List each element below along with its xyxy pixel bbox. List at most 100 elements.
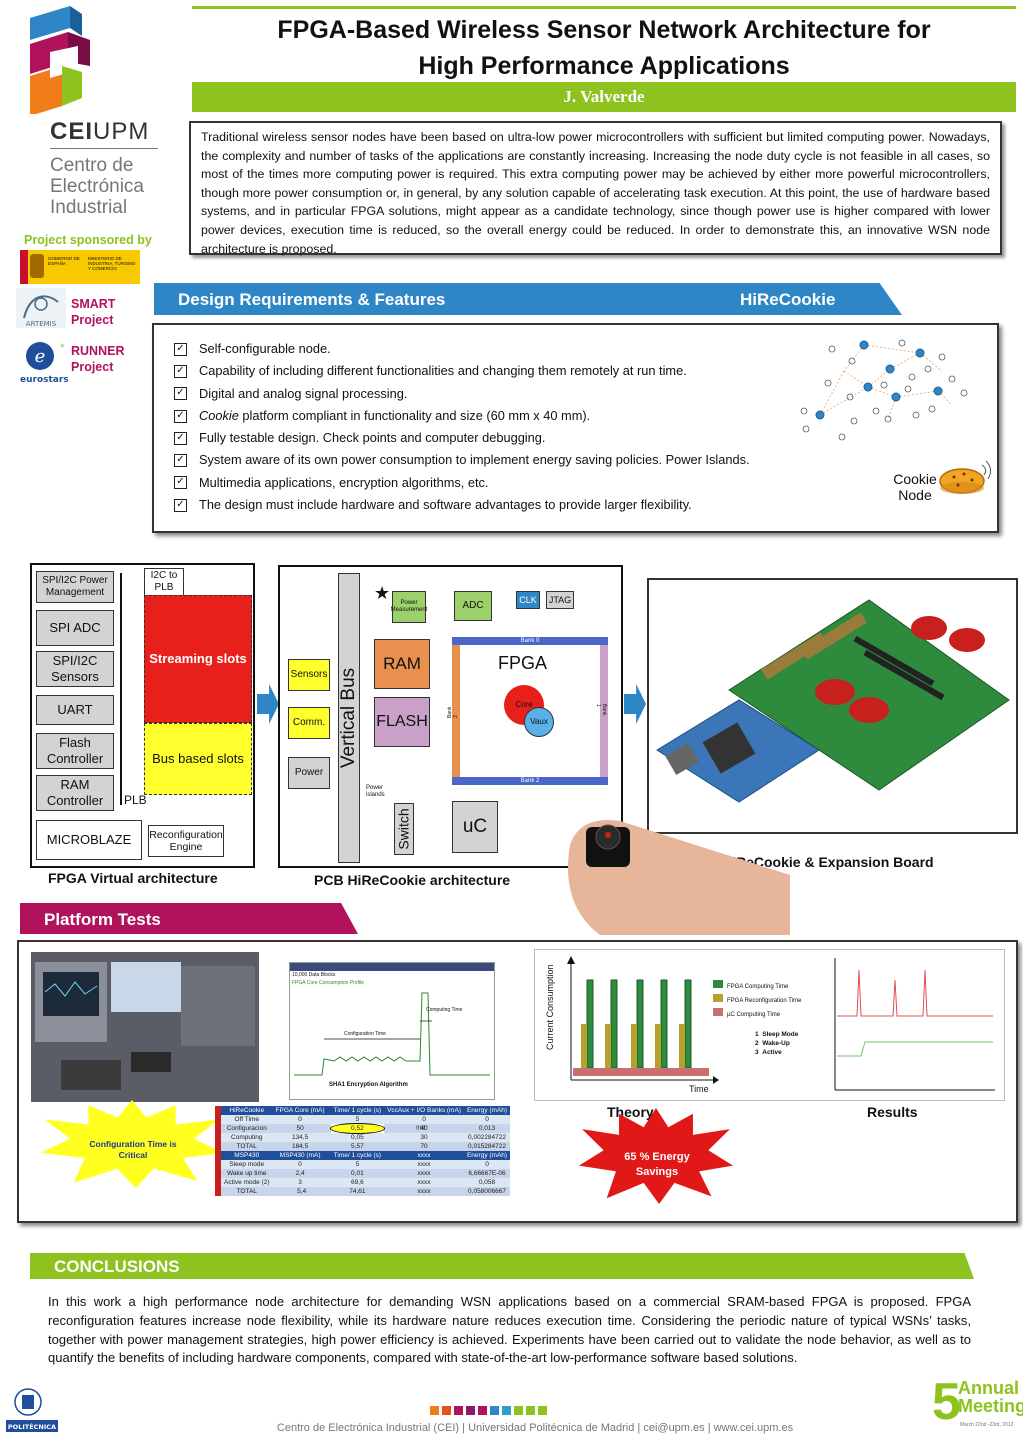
checkbox-icon: ✓ [174,476,187,490]
legend-entry: FPGA Reconfiguration Time [727,998,802,1004]
lab-setup-photo [31,952,259,1102]
config-time-text: Configuration Time is Critical [89,1139,177,1160]
table-cell: 5 [330,1160,385,1169]
requirement-item: ✓Capability of including different funct… [174,360,750,382]
poster-title: FPGA-Based Wireless Sensor Network Archi… [192,12,1016,84]
plb-label: PLB [124,793,147,807]
sensors-box: Sensors [288,659,330,691]
logo-sub-3: Industrial [50,197,128,218]
annual-text: Annual [958,1378,1019,1398]
requirement-item: ✓Fully testable design. Check points and… [174,427,750,449]
logo-divider [50,148,158,149]
scope-trace [294,992,490,1076]
spi-power-mgmt-box: SPI/I2C Power Management [36,571,114,603]
table-cell: 74,61 [330,1187,385,1196]
pcb-architecture: Vertical Bus Power Measurement ★ ADC CLK… [278,565,623,868]
requirement-item: ✓Self-configurable node. [174,338,750,360]
table-cell: xxxx [384,1187,464,1196]
table-cell: xxxx [384,1169,464,1178]
spi-adc-box: SPI ADC [36,610,114,646]
politecnica-text: POLITÉCNICA [8,1422,56,1431]
ministry-text-2: MINISTERIO DE INDUSTRIA, TURISMO Y COMER… [88,256,136,271]
meeting-text: Meeting [958,1396,1023,1416]
checkbox-icon: ✓ [174,364,187,378]
scope-capture: 10,000 Data Blocks FPGA Core Consumption… [289,962,495,1100]
arrow-right-icon [624,684,646,724]
table-cell: 50 [272,1124,331,1133]
table-cell: 134,5 [272,1133,331,1142]
platform-tests-header-bar: Platform Tests [20,903,358,934]
ram-controller-box: RAM Controller [36,775,114,811]
spi-sensors-box: SPI/I2C Sensors [36,651,114,687]
footer-text: Centro de Electrónica Industrial (CEI) |… [276,1422,794,1434]
runner-project-label: RUNNER Project [71,343,124,375]
requirement-item: ✓Digital and analog signal processing. [174,383,750,405]
bank1-label: Bank 1 [595,704,607,716]
table-cell: Energy (mAh) [463,1106,511,1115]
table-cell: MSP430 [215,1151,273,1160]
table-cell: xxxx [384,1178,464,1187]
requirements-box: ✓Self-configurable node. ✓Capability of … [152,323,999,533]
table-cell: 0 [384,1115,464,1124]
conclusions-title: CONCLUSIONS [54,1257,180,1276]
scope-config-label: Configuration Time [344,1031,386,1037]
table-cell: Sleep mode [215,1160,273,1169]
cei-full-name: Centro de Electrónica Industrial [50,155,144,218]
table-cell: 0 [463,1160,511,1169]
switch-box: Switch [394,803,414,855]
table-cell: xxxx [384,1151,464,1160]
theory-legend: FPGA Computing Time FPGA Reconfiguration… [727,980,801,1022]
table-cell: 5,4 [272,1187,331,1196]
runner-text-2: Project [71,360,114,374]
table-cell: 69,6 [330,1178,385,1187]
requirement-item: ✓System aware of its own power consumpti… [174,449,750,471]
bank1-bar: Bank 1 [595,645,608,777]
clk-box: CLK [516,591,540,609]
coat-of-arms-icon [30,254,44,278]
table-cell: 0,05 [330,1133,385,1142]
checkbox-icon: ✓ [174,409,187,423]
runner-text-1: RUNNER [71,344,125,358]
cookie-label-2: Node [898,487,932,503]
table-cell: TOTAL [215,1142,273,1151]
theory-chart [567,956,995,1091]
scope-computing-label: Computing Time [426,1007,463,1013]
cookie-node-label: Cookie Node [890,471,940,503]
jtag-box: JTAG [546,591,574,609]
comm-box: Comm. [288,707,330,739]
cookie-label-1: Cookie [893,471,937,487]
table-cell: Off Time [215,1115,273,1124]
upm-logo-icon: POLITÉCNICA [6,1388,58,1432]
eurostars-logo-icon: e * eurostars [20,342,68,385]
eurostars-text: eurostars [20,375,68,385]
table-cell: 0,013 [463,1124,511,1133]
requirement-item: ✓Cookie platform compliant in functional… [174,405,750,427]
streaming-slots: Streaming slots [144,595,252,723]
table-cell: 0,015284722 [463,1142,511,1151]
flash-controller-box: Flash Controller [36,733,114,769]
table-cell: 0,058006667 [463,1187,511,1196]
theory-caption: Theory [607,1104,654,1120]
table-cell: Energy (mAh) [463,1151,511,1160]
abstract-text: Traditional wireless sensor nodes have b… [201,130,990,256]
table-cell: 5,57 [330,1142,385,1151]
title-line-2: High Performance Applications [418,52,790,80]
table-cell: 70 [384,1142,464,1151]
flash-box: FLASH [374,697,430,747]
table-cell: FPGA Core (mA) [272,1106,331,1115]
vertical-bus-label: Vertical Bus [338,667,360,769]
table-cell: Computing [215,1133,273,1142]
table-cell: 0 [272,1115,331,1124]
sponsored-by-label: Project sponsored by [24,233,152,247]
author-bar: J. Valverde [192,82,1016,112]
cookie-icon [939,460,992,494]
switch-label: Switch [396,808,413,850]
scope-header: 10,000 Data Blocks [292,972,336,978]
table-cell: Configuracion [215,1124,273,1133]
table-cell: 0,002284722 [463,1133,511,1142]
logo-sub-2: Electrónica [50,176,144,197]
